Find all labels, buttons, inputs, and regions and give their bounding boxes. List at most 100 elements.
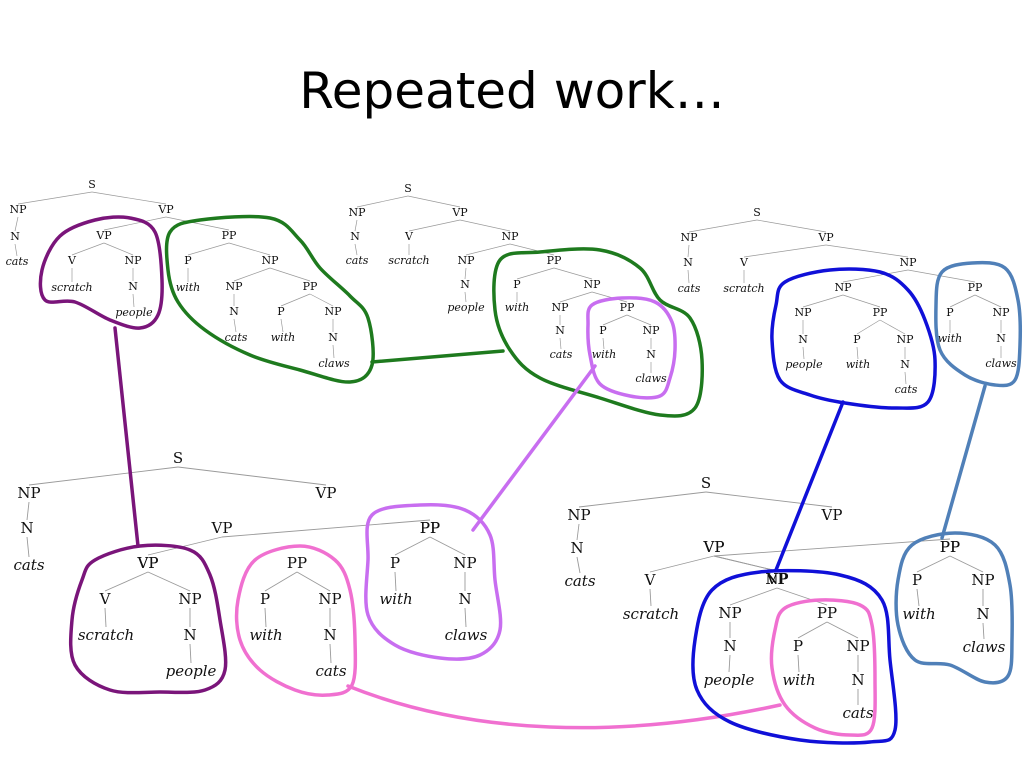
tree-edge	[728, 654, 731, 673]
tree-edge	[713, 538, 951, 557]
tree-edge	[189, 643, 192, 664]
word-label: cats	[842, 704, 873, 722]
category-label: N	[460, 278, 470, 291]
tree-edge	[464, 607, 467, 628]
tree-edge	[103, 242, 134, 256]
tree-edge	[14, 216, 19, 232]
category-label: NP	[971, 571, 994, 589]
category-label: P	[912, 571, 922, 589]
category-label: NP	[834, 281, 852, 294]
category-label: VP	[821, 506, 843, 524]
tree-edge	[743, 244, 827, 258]
word-label: with	[249, 626, 282, 644]
category-label: NP	[324, 305, 342, 318]
tree-edge	[916, 588, 920, 607]
word-label: scratch	[723, 282, 764, 295]
purple-outline-bottom	[68, 543, 228, 695]
category-label: VP	[315, 484, 337, 502]
category-label: N	[683, 256, 693, 269]
category-label: VP	[157, 203, 174, 216]
word-label: with	[176, 281, 200, 294]
green-outline-top-left	[164, 214, 375, 384]
category-label: P	[793, 637, 803, 655]
word-label: cats	[346, 254, 369, 267]
tree-edge	[104, 571, 149, 592]
category-label: PP	[547, 254, 562, 267]
category-label: NP	[899, 256, 917, 269]
word-label: cats	[550, 348, 573, 361]
tree-edge	[228, 242, 271, 256]
violet-connector	[471, 364, 597, 532]
violet-outline-top	[586, 296, 677, 400]
category-label: N	[10, 230, 20, 243]
tree-edge	[626, 314, 652, 326]
word-label: cats	[895, 383, 918, 396]
tree-edge	[904, 371, 907, 385]
category-label: P	[390, 554, 400, 572]
tree-edge	[104, 607, 107, 628]
tree-edge	[28, 466, 179, 486]
tree-edge	[826, 621, 859, 639]
violet-outline-bottom	[364, 502, 503, 661]
tree-top-left: SNPNcatsVPVPVscratchNPNpeoplePPPwithNPNP…	[6, 178, 350, 370]
category-label: N	[570, 539, 583, 557]
tree-edge	[776, 587, 828, 606]
category-label: NP	[680, 231, 698, 244]
tree-edge	[17, 191, 93, 205]
category-label: PP	[222, 229, 237, 242]
word-label: claws	[318, 357, 350, 370]
word-label: with	[782, 671, 815, 689]
tree-edge	[842, 294, 881, 308]
category-label: P	[513, 278, 521, 291]
category-label: S	[404, 182, 412, 195]
category-label: PP	[968, 281, 983, 294]
tree-top-middle: SNPNcatsVPVscratchNPNPNpeoplePPPwithNPNP…	[346, 182, 667, 385]
tree-edge	[576, 523, 580, 541]
tree-edge	[147, 571, 191, 592]
category-label: N	[350, 230, 360, 243]
tree-edge	[856, 319, 881, 335]
category-label: NP	[718, 604, 741, 622]
category-label: PP	[420, 519, 440, 537]
category-label: NP	[765, 570, 788, 588]
word-label: cats	[13, 556, 44, 574]
tree-edge	[394, 571, 397, 592]
tree-edge	[591, 291, 628, 303]
slide-title: Repeated work…	[299, 62, 725, 120]
green-connector	[370, 349, 505, 364]
word-label: scratch	[78, 626, 134, 644]
category-label: P	[260, 590, 270, 608]
category-label: NP	[261, 254, 279, 267]
category-label: NP	[583, 278, 601, 291]
tree-edge	[14, 243, 18, 257]
category-label: V	[99, 590, 112, 608]
category-label: PP	[940, 538, 960, 556]
tree-edge	[165, 216, 230, 231]
word-label: people	[704, 671, 755, 689]
category-label: PP	[420, 519, 440, 537]
steel-outline-top	[934, 260, 1022, 388]
green-outline-top-middle	[492, 247, 704, 418]
category-label: N	[555, 324, 565, 337]
tree-edge	[705, 491, 833, 508]
word-label: with	[592, 348, 616, 361]
pink-outline-left	[234, 544, 358, 697]
word-label: cats	[315, 662, 346, 680]
category-label: N	[20, 519, 33, 537]
category-label: VP	[95, 229, 112, 242]
steel-connector	[940, 384, 987, 540]
tree-edge	[103, 216, 167, 231]
tree-edge	[856, 346, 859, 360]
tree-edge	[559, 291, 593, 303]
tree-edge	[354, 243, 358, 256]
tree-edge	[264, 607, 267, 628]
tree-edge	[576, 556, 581, 574]
category-label: PP	[287, 554, 307, 572]
tree-edge	[688, 219, 758, 233]
category-label: N	[229, 305, 239, 318]
